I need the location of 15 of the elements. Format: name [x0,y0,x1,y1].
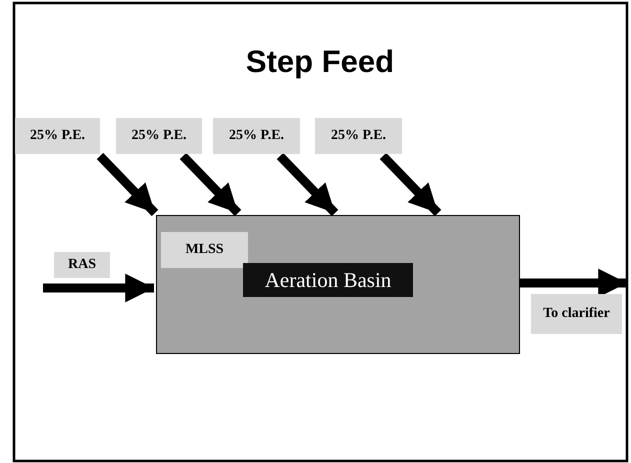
basin-name: Aeration Basin [243,263,413,297]
flow-label: RAS [54,252,110,278]
flow-label: To clarifier [531,294,622,334]
arrow [380,152,442,216]
arrow [96,152,158,216]
flow-label: 25% P.E. [315,118,402,154]
basin-sublabel: MLSS [161,232,248,268]
title: Step Feed [244,43,396,81]
arrow [180,152,242,216]
flow-label: 25% P.E. [213,118,300,154]
flow-label: 25% P.E. [15,118,100,154]
arrow [43,274,154,302]
aeration-basin [156,215,520,354]
arrow [276,152,338,216]
flow-label: 25% P.E. [116,118,202,154]
